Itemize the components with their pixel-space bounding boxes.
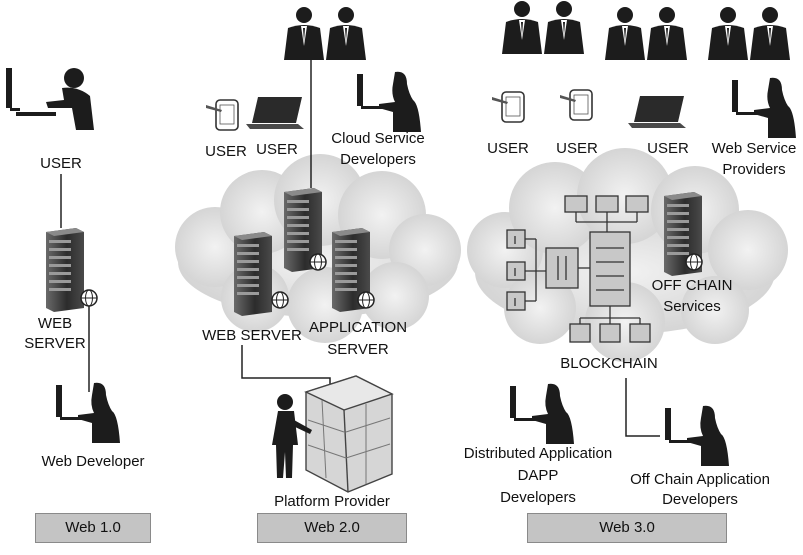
web3-stakeholders-group [502, 1, 790, 60]
web2-globe-icon-3 [357, 291, 375, 309]
web3-tablet-icon-1 [491, 91, 525, 123]
web3-offchain-dev-silhouette [665, 405, 729, 466]
web3-dapp-label-line3: Developers [500, 489, 576, 506]
web3-blockchain-structure [506, 195, 651, 343]
web3-blockchain-label: BLOCKCHAIN [560, 355, 658, 372]
web2-globe-icon-1 [309, 253, 327, 271]
web1-user-silhouette [6, 68, 94, 130]
web2-globe-icon-2 [271, 291, 289, 309]
web3-ws-provider-silhouette [732, 77, 796, 138]
web1-era-box: Web 1.0 [35, 513, 151, 543]
web1-developer-label: Web Developer [41, 453, 145, 470]
web2-server-platform-link [241, 345, 331, 388]
web2-web-server-icon [234, 232, 272, 316]
web1-user-label: USER [40, 155, 82, 172]
web3-user3-label: USER [647, 140, 689, 157]
web2-era-box: Web 2.0 [257, 513, 407, 543]
web2-platform-rack-icon [304, 375, 394, 493]
web2-developers-group [284, 7, 366, 60]
web3-offchain-label-line2: Services [663, 298, 721, 315]
web3-globe-icon [685, 253, 703, 271]
web2-cloud-dev-label-line2: Developers [340, 151, 416, 168]
web3-user2-label: USER [556, 140, 598, 157]
web3-laptop-icon [628, 96, 686, 128]
web1-server-label-line2: SERVER [24, 335, 86, 352]
web3-offchain-dev-label-line1: Off Chain Application [630, 471, 770, 488]
web2-web-server-label: WEB SERVER [202, 327, 302, 344]
web1-server-icon [46, 228, 84, 312]
web1-server-label-line1: WEB [37, 315, 73, 332]
web2-laptop-icon [246, 97, 304, 129]
web3-dapp-label-line1: Distributed Application [463, 445, 613, 462]
web1-globe-icon [80, 289, 98, 307]
web3-user1-label: USER [487, 140, 529, 157]
web2-app-server-label-line1: APPLICATION [308, 319, 408, 336]
web2-tablet-icon [205, 99, 239, 131]
web3-ws-providers-label-line2: Providers [722, 161, 786, 178]
web2-cloud-dev-silhouette [357, 71, 421, 132]
web3-tablet-icon-2 [559, 89, 593, 121]
web2-platform-label: Platform Provider [274, 493, 390, 510]
web3-blockchain-offchain-dev-link [625, 378, 660, 437]
web3-offchain-dev-label-line2: Developers [662, 491, 738, 508]
web2-cloud-dev-label-line1: Cloud Service [331, 130, 425, 147]
web3-dapp-dev-silhouette [510, 383, 574, 444]
web1-developer-silhouette [56, 382, 120, 443]
web2-user-laptop-label: USER [256, 141, 298, 158]
web3-dapp-label-line2: DAPP [517, 467, 559, 484]
web3-offchain-label-line1: OFF CHAIN [651, 277, 733, 294]
web2-app-server-label-line2: SERVER [327, 341, 389, 358]
web2-platform-person-silhouette [272, 394, 312, 478]
web2-user-tablet-label: USER [205, 143, 247, 160]
web3-ws-providers-label-line1: Web Service [711, 140, 797, 157]
web3-era-box: Web 3.0 [527, 513, 727, 543]
